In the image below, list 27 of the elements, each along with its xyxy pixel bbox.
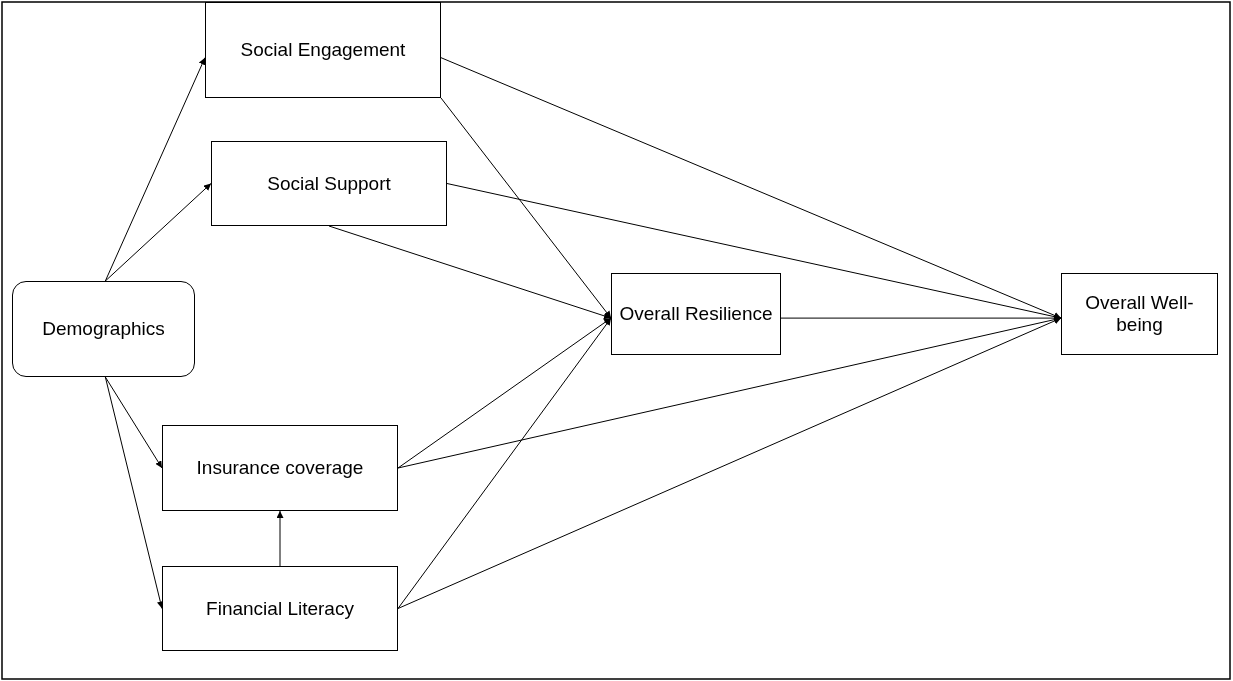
node-label: Demographics — [42, 318, 165, 340]
process-box — [211, 141, 447, 226]
arrow — [276, 510, 284, 567]
node-label: Overall Resilience — [619, 303, 773, 325]
node-label: Financial Literacy — [206, 597, 354, 620]
process-box — [162, 425, 398, 511]
process-box — [205, 2, 441, 98]
arrow — [328, 225, 612, 320]
arrow — [104, 376, 163, 469]
arrow — [104, 57, 206, 282]
arrow — [397, 316, 1062, 469]
process-box — [611, 273, 781, 355]
arrow — [104, 376, 164, 609]
node-label: Insurance coverage — [196, 457, 364, 479]
node-label: Social Support — [267, 172, 391, 195]
process-box — [1061, 273, 1218, 355]
arrow — [446, 183, 1062, 320]
arrow — [397, 317, 612, 469]
rounded-box — [12, 281, 195, 377]
arrow — [397, 317, 1062, 609]
node-label: Overall Well-being — [1084, 292, 1195, 336]
arrow — [397, 317, 612, 609]
node-label: Social Engagement — [240, 39, 406, 61]
arrow — [104, 183, 212, 282]
arrow — [440, 97, 612, 319]
process-box — [162, 566, 398, 651]
arrow — [440, 57, 1062, 319]
